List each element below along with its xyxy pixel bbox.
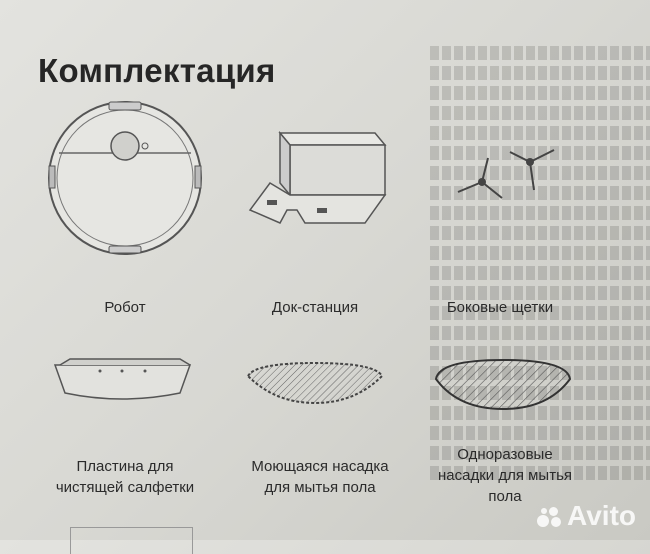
label-line: чистящей салфетки [55,479,195,496]
side-brushes-icon [457,149,555,199]
item-label-mop-plate: Пластина для чистящей салфетки [45,456,205,498]
label-line: для мытья пола [264,479,376,496]
notes-box [70,527,193,554]
item-label-disposable-pad: Одноразовые насадки для мытья пола [425,444,585,507]
label-line: Пластина для [76,458,174,475]
watermark-text: Avito [567,500,636,531]
page-title: Комплектация [38,52,276,89]
docking-station-icon [248,130,387,224]
item-label-robot: Робот [104,299,146,316]
mop-plate-icon [53,358,192,400]
label-line: пола [488,488,522,505]
avito-logo-icon [537,505,563,527]
bleed-through-text [430,40,650,486]
avito-watermark: Avito [537,500,636,532]
item-label-dock: Док-станция [271,299,359,316]
robot-vacuum-icon [48,101,202,255]
label-line: Одноразовые [457,446,553,463]
label-line: Моющаяся насадка [251,458,389,475]
label-line: насадки для мытья [437,467,573,484]
item-label-washable-pad: Моющаяся насадка для мытья пола [235,456,405,498]
disposable-mop-pad-icon [434,358,572,411]
item-label-side-brushes: Боковые щетки [446,299,554,316]
washable-mop-pad-icon [246,361,384,405]
